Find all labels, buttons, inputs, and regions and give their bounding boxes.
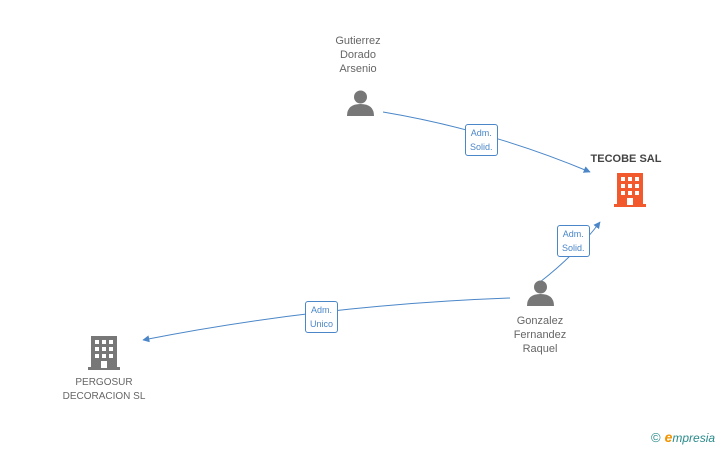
name-line: Raquel — [522, 343, 558, 355]
name-line: Arsenio — [339, 63, 377, 75]
edge-label-line: Adm. — [470, 128, 492, 138]
company-name: TECOBE SAL — [590, 153, 662, 165]
person-label-gutierrez: Gutierrez Dorado Arsenio — [318, 34, 398, 76]
edge-label-line: Adm. — [311, 305, 333, 315]
edge-label-line: Solid. — [562, 243, 585, 253]
empresia-watermark: ©empresia — [651, 429, 715, 445]
name-line: Fernandez — [513, 329, 567, 341]
building-icon[interactable] — [88, 336, 120, 370]
edge-label-gonzalez-tecobe[interactable]: Adm. Solid. — [557, 225, 590, 257]
name-line: Gonzalez — [516, 315, 564, 327]
edge-label-line: Unico — [310, 319, 334, 329]
edge-label-gutierrez-tecobe[interactable]: Adm. Solid. — [465, 124, 498, 156]
edge-label-line: Adm. — [562, 229, 584, 239]
edge-label-line: Solid. — [470, 142, 493, 152]
person-icon[interactable] — [526, 279, 555, 307]
name-line: PERGOSUR — [75, 377, 133, 388]
person-label-gonzalez: Gonzalez Fernandez Raquel — [497, 314, 583, 356]
person-icon[interactable] — [346, 89, 375, 117]
name-line: Gutierrez — [335, 35, 381, 47]
copyright-symbol: © — [651, 430, 661, 445]
empresia-logo-e: e — [664, 429, 673, 445]
edge-label-gonzalez-pergosur[interactable]: Adm. Unico — [305, 301, 339, 333]
name-line: DECORACION SL — [62, 391, 146, 402]
company-label-tecobe: TECOBE SAL — [575, 152, 677, 166]
empresia-brand-text: mpresia — [672, 431, 716, 445]
building-icon[interactable] — [614, 173, 646, 207]
name-line: Dorado — [339, 49, 377, 61]
company-label-pergosur: PERGOSUR DECORACION SL — [48, 376, 160, 404]
